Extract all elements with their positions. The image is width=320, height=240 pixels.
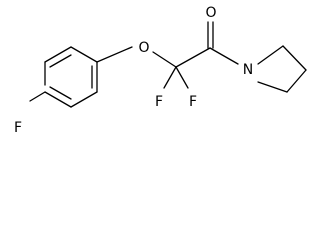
benzene-ring: [44, 46, 98, 108]
bond-ring-5: [70, 91, 98, 108]
molecule-structure: F O F F O N: [14, 5, 307, 136]
bond-ring-2: [44, 46, 72, 63]
bond-oxygen-cf2: [152, 51, 177, 68]
atom-fluorine-aryl: F: [14, 120, 22, 136]
atom-fluorine-2: F: [189, 94, 197, 110]
atom-nitrogen: N: [243, 62, 253, 78]
bond-ring-inner-1: [49, 54, 72, 68]
atom-oxygen-carbonyl: O: [205, 5, 216, 21]
bond-ring-3: [70, 46, 98, 63]
bond-pyrrolidine-1: [257, 45, 284, 65]
bond-cf2-fluorine-2: [175, 66, 189, 89]
bond-aryl-fluorine: [29, 91, 46, 102]
atom-oxygen-ether: O: [138, 40, 149, 56]
bond-pyrrolidine-2: [282, 45, 307, 71]
atom-fluorine-1: F: [155, 94, 163, 110]
bond-carbonyl-nitrogen: [209, 47, 239, 65]
bond-ring-6: [44, 91, 72, 108]
bond-cf2-fluorine-1: [163, 66, 177, 89]
bond-pyrrolidine-4: [257, 81, 288, 93]
bond-pyrrolidine-3: [286, 69, 307, 93]
bond-cf2-carbonyl: [175, 47, 211, 68]
pyrrolidine-ring: [257, 45, 307, 93]
bond-ring-inner-3: [49, 86, 72, 100]
bond-aryl-oxygen: [96, 46, 133, 63]
